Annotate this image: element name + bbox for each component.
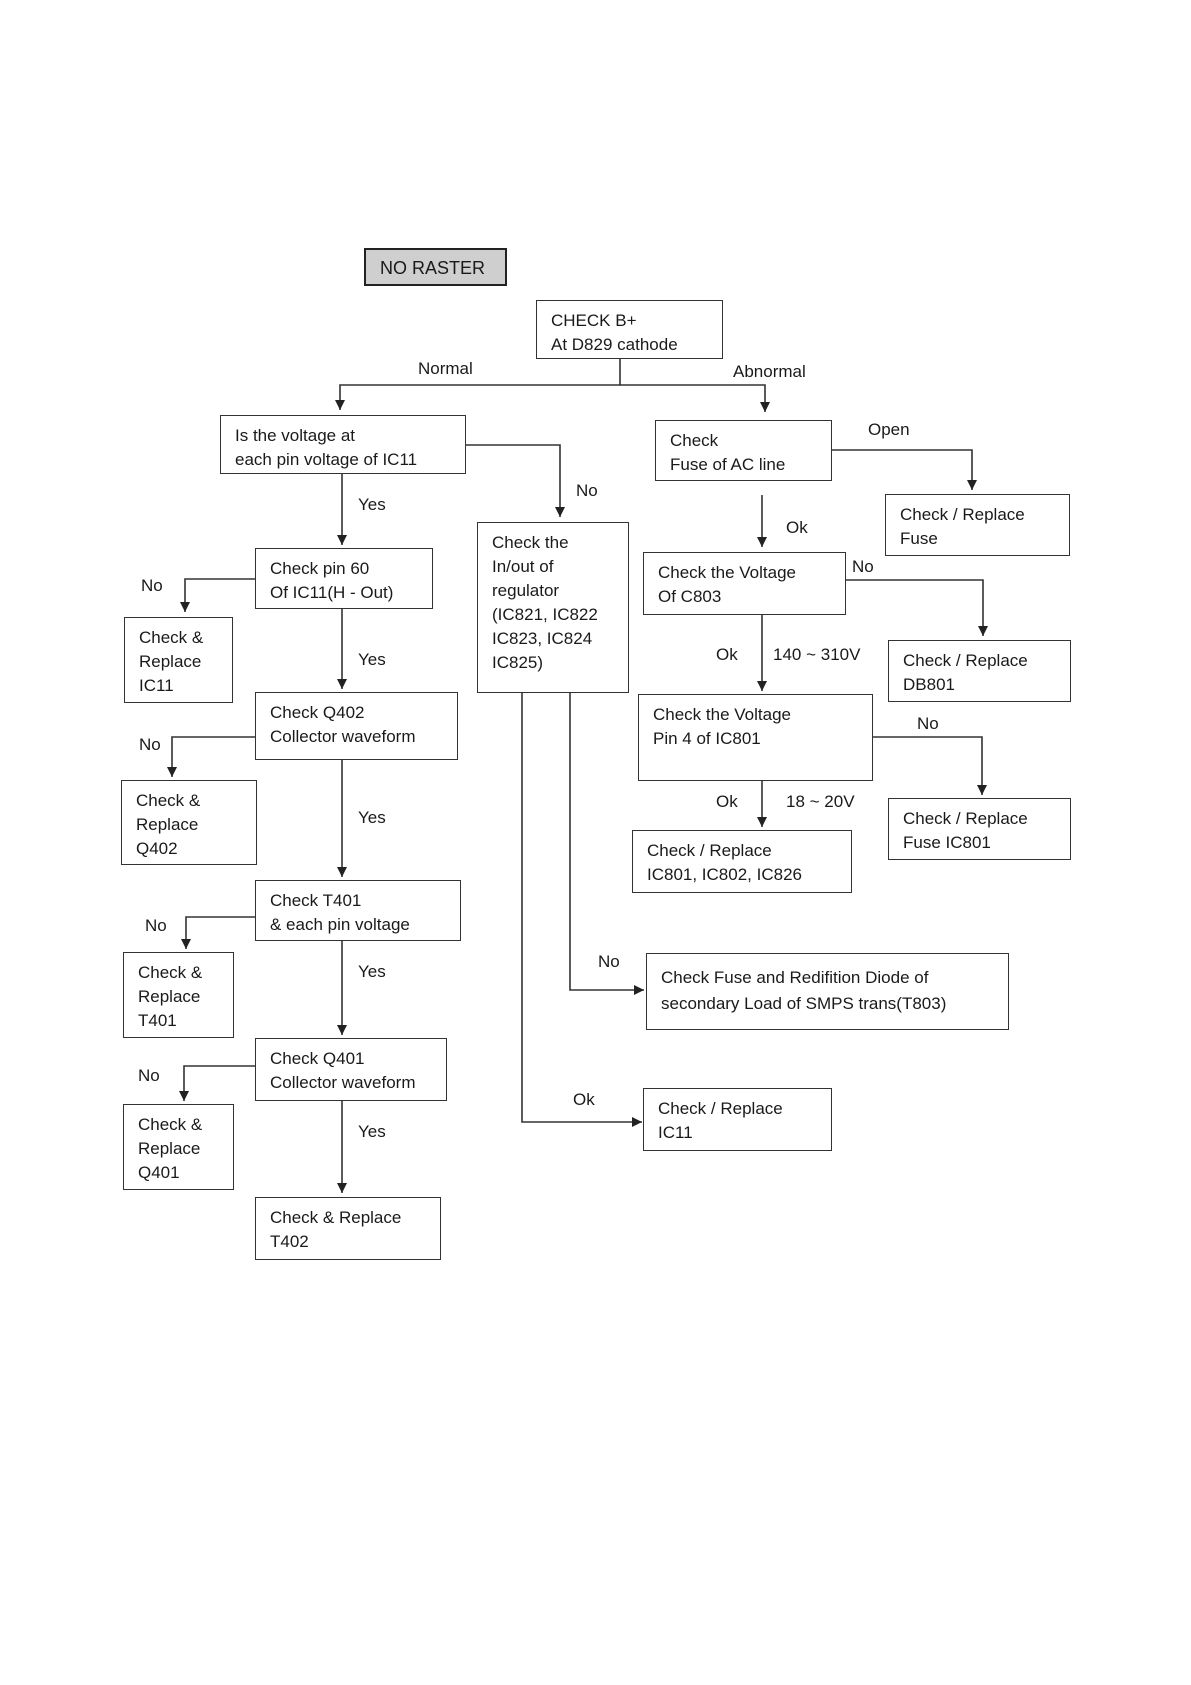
label-abnormal: Abnormal (733, 362, 806, 381)
label-normal: Normal (418, 359, 473, 378)
label-no-c803: No (852, 557, 874, 576)
label-v-c803: 140 ~ 310V (773, 645, 861, 664)
node-check-ic801: Check the Voltage Pin 4 of IC801 (638, 694, 873, 781)
label-yes-2: Yes (358, 650, 386, 669)
title-no-raster: NO RASTER (364, 248, 507, 286)
line-no-pin60 (180, 578, 255, 612)
node-replace-t402: Check & Replace T402 (255, 1197, 441, 1260)
line-no-db801 (845, 579, 988, 636)
label-yes-4: Yes (358, 962, 386, 981)
node-check-regulator: Check the In/out of regulator (IC821, IC… (477, 522, 629, 693)
node-replace-q402: Check & Replace Q402 (121, 780, 257, 865)
label-no-regulator: No (576, 481, 598, 500)
node-replace-db801: Check / Replace DB801 (888, 640, 1071, 702)
line-ok-ic11 (521, 693, 642, 1127)
label-no-ic801: No (917, 714, 939, 733)
line-no-q401 (179, 1065, 255, 1101)
node-check-bplus: CHECK B+ At D829 cathode (536, 300, 723, 359)
node-check-pin60: Check pin 60 Of IC11(H - Out) (255, 548, 433, 609)
node-check-fuse-ac: Check Fuse of AC line (655, 420, 832, 481)
node-check-t401: Check T401 & each pin voltage (255, 880, 461, 941)
line-open (832, 449, 977, 490)
label-open: Open (868, 420, 910, 439)
label-ok-fuse: Ok (786, 518, 808, 537)
label-no-t401: No (145, 916, 167, 935)
label-ok-ic11: Ok (573, 1090, 595, 1109)
node-replace-ic11-right: Check / Replace IC11 (643, 1088, 832, 1151)
label-no-q401: No (138, 1066, 160, 1085)
label-yes-1: Yes (358, 495, 386, 514)
label-v-ic801: 18 ~ 20V (786, 792, 855, 811)
label-no-q402: No (139, 735, 161, 754)
node-check-q401: Check Q401 Collector waveform (255, 1038, 447, 1101)
line-no-t401 (181, 916, 255, 949)
node-is-voltage: Is the voltage at each pin voltage of IC… (220, 415, 466, 474)
label-ok-c803: Ok (716, 645, 738, 664)
line-normal (335, 358, 621, 410)
node-replace-ic801: Check / Replace IC801, IC802, IC826 (632, 830, 852, 893)
node-replace-ic11-left: Check & Replace IC11 (124, 617, 233, 703)
line-no-q402 (167, 736, 255, 777)
node-replace-fuse-ic801: Check / Replace Fuse IC801 (888, 798, 1071, 860)
node-replace-fuse: Check / Replace Fuse (885, 494, 1070, 556)
label-yes-5: Yes (358, 1122, 386, 1141)
label-no-fuse-diode: No (598, 952, 620, 971)
line-no-fuse-diode (569, 693, 644, 995)
node-check-c803: Check the Voltage Of C803 (643, 552, 846, 615)
line-no-fuse-ic801 (872, 736, 987, 795)
node-replace-q401: Check & Replace Q401 (123, 1104, 234, 1190)
label-yes-3: Yes (358, 808, 386, 827)
node-check-q402: Check Q402 Collector waveform (255, 692, 458, 760)
node-check-fuse-diode: Check Fuse and Redifition Diode of secon… (646, 953, 1009, 1030)
line-abnormal (620, 384, 770, 412)
node-replace-t401: Check & Replace T401 (123, 952, 234, 1038)
label-no-pin60: No (141, 576, 163, 595)
label-ok-ic801: Ok (716, 792, 738, 811)
line-no-regulator (465, 444, 565, 517)
